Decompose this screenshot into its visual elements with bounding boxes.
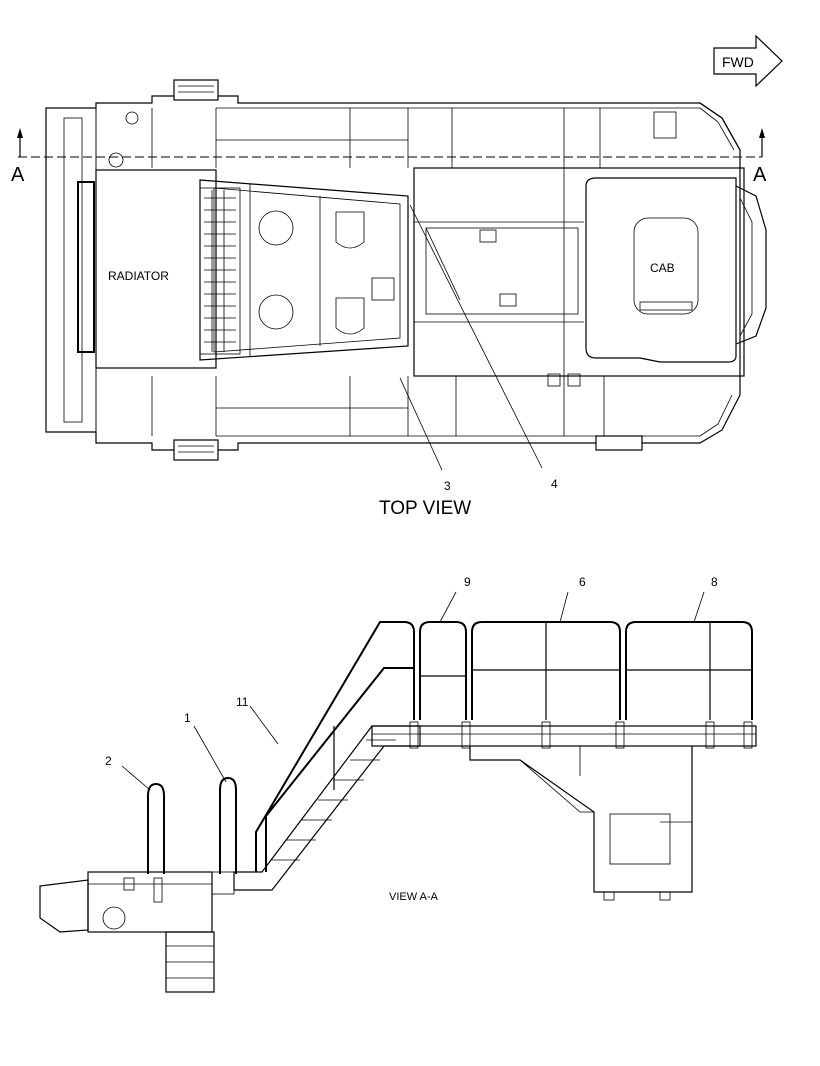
grab-handle-1 <box>219 776 237 874</box>
callout-6: 6 <box>579 575 586 589</box>
cab-support-structure <box>469 746 693 893</box>
fwd-arrow: FWD <box>713 34 783 88</box>
section-marker-left: A <box>11 164 25 186</box>
section-view: 9 6 8 11 1 2 VIEW A-A <box>39 575 757 993</box>
cab-label: CAB <box>650 261 675 275</box>
callout-11: 11 <box>236 695 249 709</box>
cab-outline <box>585 177 767 363</box>
stair-handrail-11 <box>255 621 415 872</box>
railing-section-8 <box>625 621 753 720</box>
callout-3: 3 <box>444 479 451 493</box>
fan-grille <box>199 187 241 355</box>
top-view: A A RADIATOR CAB 3 4 TOP VIEW <box>11 79 767 519</box>
top-view-title: TOP VIEW <box>379 498 471 519</box>
callout-9: 9 <box>464 575 471 589</box>
callout-8: 8 <box>711 575 718 589</box>
railing-section-9 <box>419 621 467 720</box>
section-marker-right: A <box>753 164 767 186</box>
callout-4: 4 <box>551 477 558 491</box>
callout-2: 2 <box>105 754 112 768</box>
callout-1: 1 <box>184 711 191 725</box>
fwd-label: FWD <box>722 54 754 70</box>
grab-handle-2 <box>147 782 165 874</box>
stairway <box>233 725 421 891</box>
railing-section-6 <box>471 621 621 720</box>
section-view-title: VIEW A-A <box>389 891 439 903</box>
radiator-label: RADIATOR <box>108 269 169 283</box>
